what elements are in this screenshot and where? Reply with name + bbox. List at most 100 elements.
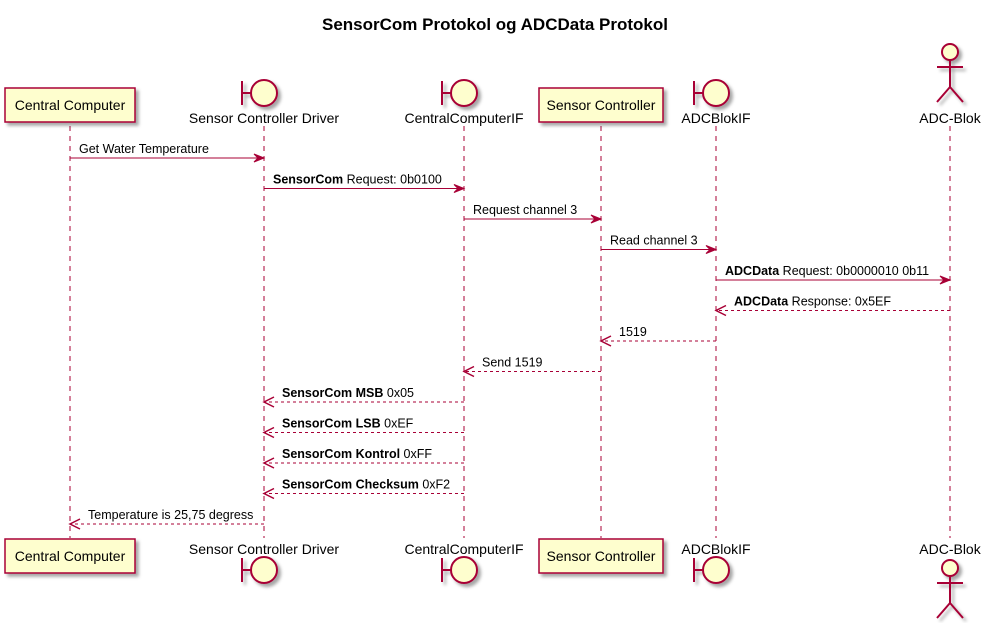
message-label-part: 0xF2 (419, 478, 450, 492)
participant-bottom-0: Central Computer (4, 538, 136, 574)
participant-label: Sensor Controller Driver (189, 541, 339, 557)
participant-label: ADCBlokIF (681, 110, 750, 126)
message-11: SensorCom Checksum 0xF2 (262, 478, 464, 500)
message-label-part: Response: 0x5EF (788, 295, 891, 309)
actor-icon (936, 43, 964, 103)
arrowhead (262, 487, 275, 500)
participant-box (538, 538, 664, 574)
message-label: Temperature is 25,75 degress (88, 508, 253, 522)
message-label-part: Get Water Temperature (79, 142, 209, 156)
participant-top-1: Sensor Controller Driver (189, 79, 339, 126)
message-label-part: Request: 0b0000010 0b11 (779, 264, 929, 278)
message-label-part: SensorCom Checksum (282, 478, 419, 492)
message-label-part: Send 1519 (482, 356, 543, 370)
lifelines (69, 126, 951, 538)
participant-label: CentralComputerIF (404, 541, 523, 557)
participant-label: Central Computer (15, 548, 126, 564)
arrowhead (714, 304, 727, 317)
boundary-icon (693, 79, 730, 107)
message-label-part: Temperature is 25,75 degress (88, 508, 253, 522)
participant-box (4, 538, 136, 574)
message-label: ADCData Response: 0x5EF (734, 295, 891, 309)
arrowhead (590, 214, 603, 224)
participant-label: Sensor Controller (547, 97, 656, 113)
arrowhead (262, 396, 275, 408)
message-0: Get Water Temperature (70, 142, 266, 163)
participant-bottom-5: ADC-Blok (919, 541, 982, 619)
boundary-icon (693, 556, 730, 584)
message-9: SensorCom LSB 0xEF (262, 417, 464, 439)
message-10: SensorCom Kontrol 0xFF (262, 447, 464, 469)
message-label-part: 0xFF (400, 447, 432, 461)
message-label: SensorCom LSB 0xEF (282, 417, 414, 431)
participant-top-4: ADCBlokIF (681, 79, 751, 126)
participant-label: Central Computer (15, 97, 126, 113)
message-label-part: SensorCom MSB (282, 386, 383, 400)
boundary-icon (241, 79, 278, 107)
message-label: SensorCom Checksum 0xF2 (282, 478, 450, 492)
participant-box (538, 87, 664, 123)
message-label: Get Water Temperature (79, 142, 209, 156)
arrowhead (68, 518, 81, 530)
message-label-part: SensorCom LSB (282, 417, 381, 431)
participant-label: ADCBlokIF (681, 541, 750, 557)
message-label: Send 1519 (482, 356, 543, 370)
arrowhead (262, 457, 275, 469)
message-label: SensorCom Request: 0b0100 (273, 173, 442, 187)
message-5: ADCData Response: 0x5EF (714, 295, 950, 317)
message-3: Read channel 3 (601, 234, 718, 254)
arrowhead (253, 153, 266, 163)
participant-label: Sensor Controller Driver (189, 110, 339, 126)
participant-bottom-4: ADCBlokIF (681, 541, 751, 584)
diagram-title: SensorCom Protokol og ADCData Protokol (322, 15, 668, 34)
participant-label: CentralComputerIF (404, 110, 523, 126)
boundary-icon (441, 79, 478, 107)
message-label: Request channel 3 (473, 203, 577, 217)
arrowhead (705, 245, 718, 254)
message-1: SensorCom Request: 0b0100 (264, 173, 466, 193)
arrowhead (599, 335, 612, 347)
arrowhead (462, 365, 475, 378)
arrowhead (453, 184, 466, 193)
participant-label: Sensor Controller (547, 548, 656, 564)
message-label-part: Request channel 3 (473, 203, 577, 217)
arrowhead (939, 275, 952, 285)
boundary-icon (241, 556, 278, 584)
message-label-part: 1519 (619, 325, 647, 339)
participant-bottom-1: Sensor Controller Driver (189, 541, 339, 584)
message-2: Request channel 3 (464, 203, 603, 224)
message-label-part: Read channel 3 (610, 234, 698, 248)
participant-box (4, 87, 136, 123)
message-label: 1519 (619, 325, 647, 339)
message-label-part: 0xEF (381, 417, 414, 431)
participant-bottom-2: CentralComputerIF (404, 541, 524, 584)
message-label: ADCData Request: 0b0000010 0b11 (725, 264, 929, 278)
message-6: 1519 (599, 325, 716, 347)
participant-label: ADC-Blok (919, 541, 981, 557)
message-label-part: 0x05 (383, 386, 414, 400)
arrowhead (262, 426, 275, 439)
participant-bottom-3: Sensor Controller (538, 538, 664, 574)
message-label-part: ADCData (725, 264, 780, 278)
message-label: SensorCom MSB 0x05 (282, 386, 414, 400)
actor-icon (936, 559, 964, 619)
participant-label: ADC-Blok (919, 110, 981, 126)
message-label-part: SensorCom (273, 173, 343, 187)
participant-top-2: CentralComputerIF (404, 79, 524, 126)
message-label-part: Request: 0b0100 (343, 173, 442, 187)
message-8: SensorCom MSB 0x05 (262, 386, 464, 408)
message-12: Temperature is 25,75 degress (68, 508, 264, 530)
participant-top-0: Central Computer (4, 87, 136, 123)
boundary-icon (441, 556, 478, 584)
message-label: Read channel 3 (610, 234, 698, 248)
message-label-part: SensorCom Kontrol (282, 447, 400, 461)
participant-top-5: ADC-Blok (919, 43, 982, 126)
message-label: SensorCom Kontrol 0xFF (282, 447, 432, 461)
message-4: ADCData Request: 0b0000010 0b11 (716, 264, 952, 285)
message-7: Send 1519 (462, 356, 601, 378)
message-label-part: ADCData (734, 295, 789, 309)
participant-top-3: Sensor Controller (538, 87, 664, 123)
